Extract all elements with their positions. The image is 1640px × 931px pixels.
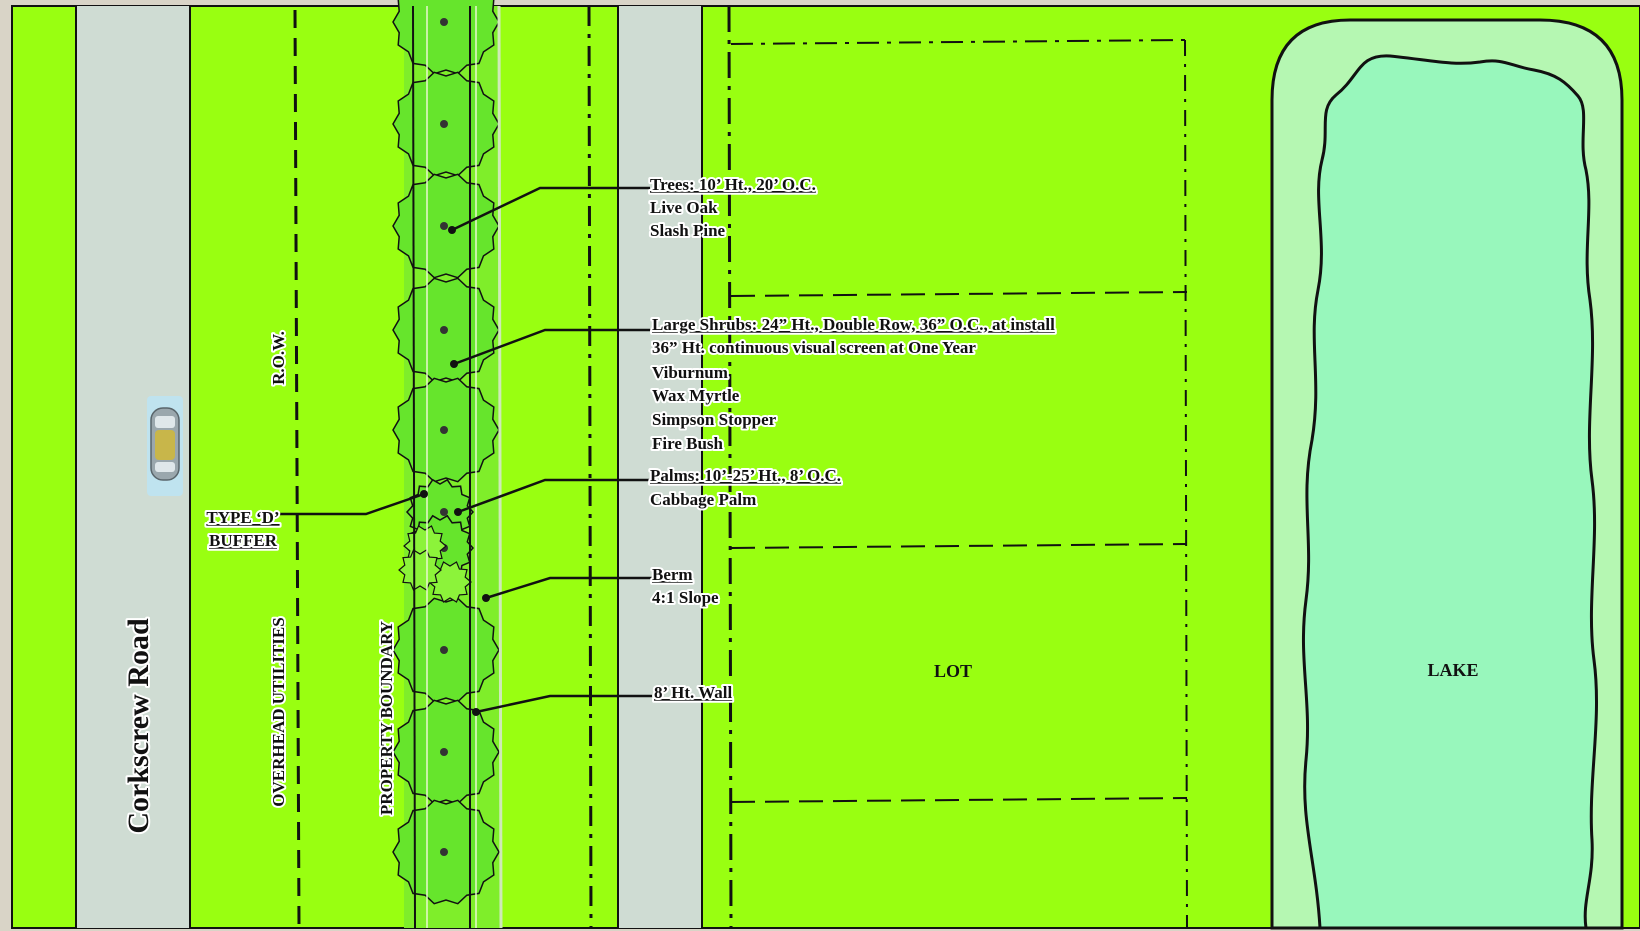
- lake-label: LAKE: [1427, 660, 1478, 680]
- shrubs-callout-item: Fire Bush: [652, 434, 724, 453]
- row-line-east: [587, 5, 593, 929]
- property-boundary-label: PROPERTY BOUNDARY: [377, 621, 396, 815]
- tree-trunk-dot: [440, 748, 448, 756]
- lake-water: [1301, 54, 1599, 930]
- car-topview-icon: [147, 396, 183, 496]
- buffer-label-line2: BUFFER: [209, 531, 278, 550]
- row-label: R.O.W.: [269, 331, 288, 385]
- shrubs-callout-item: Viburnum: [652, 363, 728, 382]
- trees-callout-item: Live Oak: [650, 198, 718, 217]
- tree-trunk-dot: [440, 18, 448, 26]
- tree-row: [392, 0, 500, 928]
- lot-boundaries: [730, 39, 1188, 929]
- palms-callout-item: Cabbage Palm: [650, 490, 756, 509]
- overhead-utility-line: [293, 9, 301, 929]
- tree-trunk-dot: [440, 848, 448, 856]
- tree-trunk-dot: [440, 120, 448, 128]
- overhead-utilities-label: OVERHEAD UTILITIES: [269, 617, 288, 806]
- tree-trunk-dot: [440, 326, 448, 334]
- shrubs-callout-title: Large Shrubs: 24” Ht., Double Row, 36” O…: [652, 315, 1055, 334]
- trees-callout-title: Trees: 10’ Ht., 20’ O.C.: [650, 175, 816, 194]
- tree-trunk-dot: [440, 646, 448, 654]
- leader-lines: [276, 186, 652, 714]
- palm-icon: [398, 549, 442, 591]
- tree-trunk-dot: [440, 426, 448, 434]
- wall-callout-title: 8’ Ht. Wall: [654, 683, 733, 702]
- lot-line-west: [727, 5, 733, 929]
- lot-label: LOT: [934, 661, 972, 681]
- shrubs-callout-item: Simpson Stopper: [652, 410, 777, 429]
- palms-callout-title: Palms: 10’-25’ Ht., 8’ O.C.: [650, 466, 841, 485]
- berm-callout-title: Berm: [652, 565, 693, 584]
- shrubs-callout-item: Wax Myrtle: [652, 386, 740, 405]
- berm-callout-item: 4:1 Slope: [652, 588, 719, 607]
- trees-callout-item: Slash Pine: [650, 221, 726, 240]
- shrubs-callout-item: 36” Ht. continuous visual screen at One …: [652, 338, 976, 357]
- buffer-label-line1: TYPE ‘D’: [206, 508, 279, 527]
- tree-trunk-dot: [440, 508, 448, 516]
- tree-trunk-dot: [440, 222, 448, 230]
- lake: [1270, 18, 1624, 930]
- access-road: [618, 6, 702, 928]
- road-name-label: Corkscrew Road: [122, 618, 155, 834]
